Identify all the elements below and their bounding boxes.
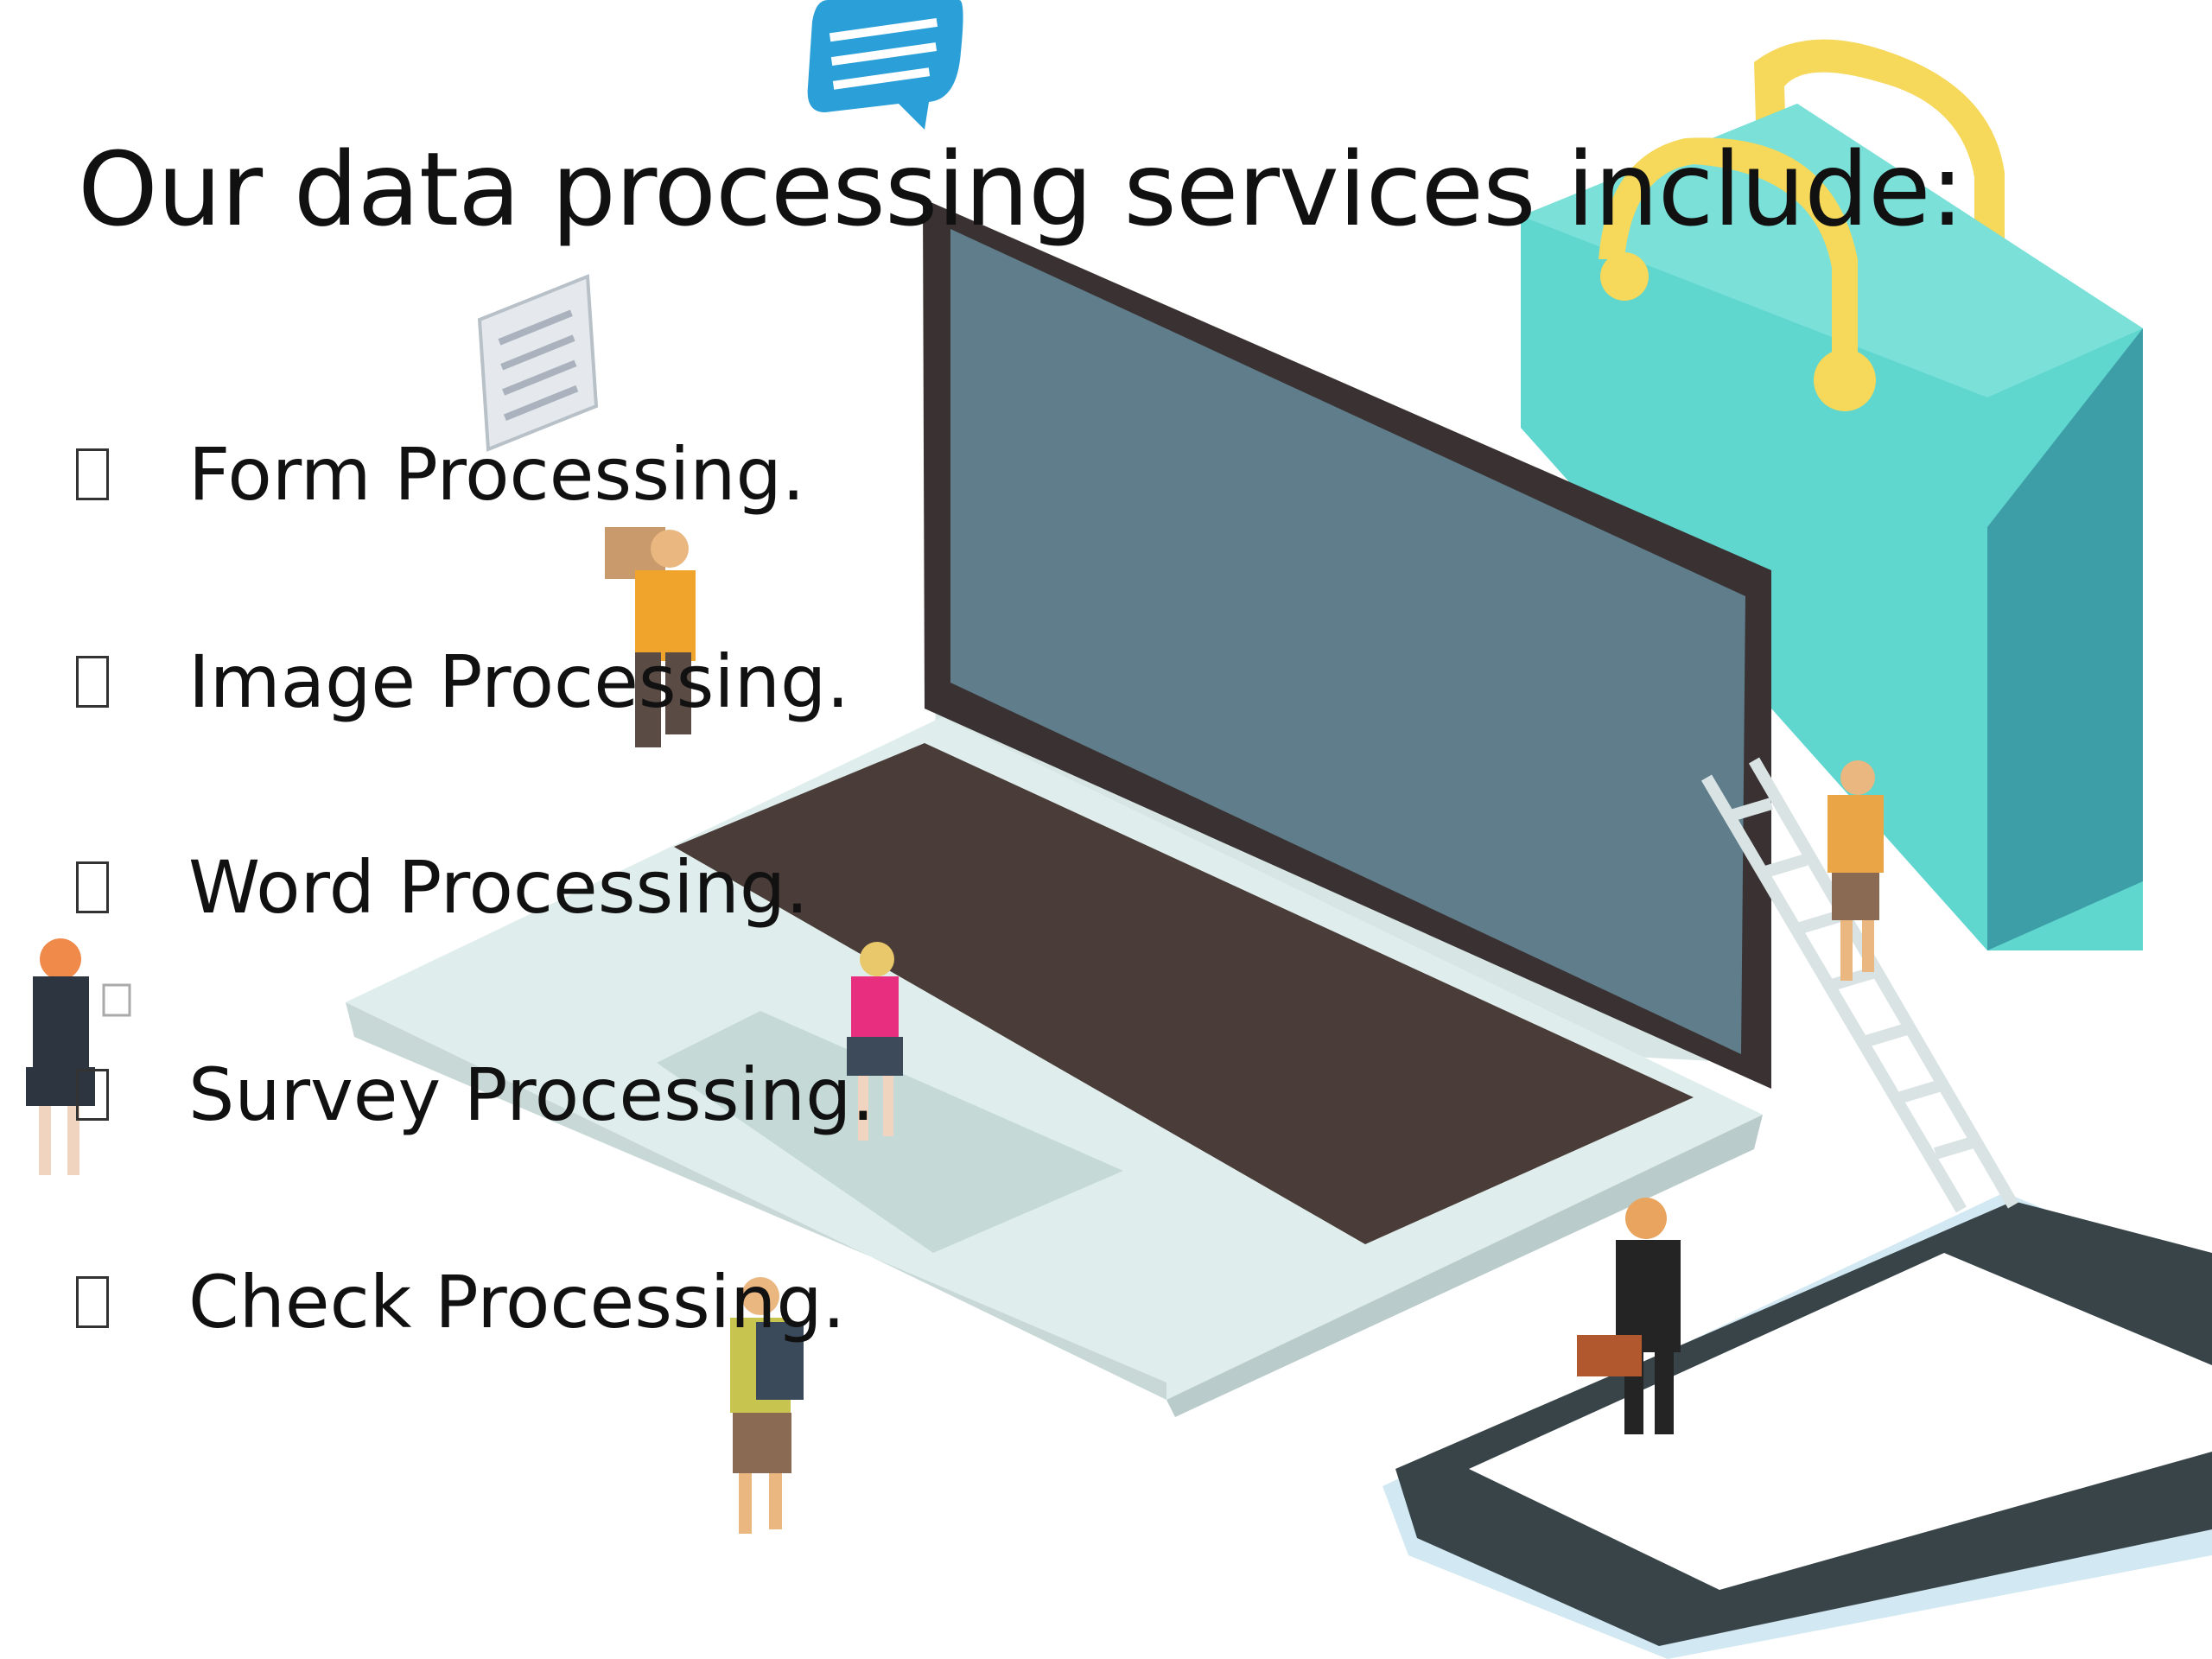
service-label: Word Processing. (188, 845, 809, 930)
bullet-box-icon (76, 1069, 109, 1121)
list-item: Image Processing. (76, 639, 849, 724)
list-item: Form Processing. (76, 432, 805, 517)
person-with-backpack (730, 1277, 804, 1534)
bullet-box-icon (76, 656, 109, 708)
service-label: Check Processing. (188, 1260, 846, 1344)
man-with-briefcase (1577, 1198, 1681, 1434)
person-on-ladder (1827, 760, 1884, 981)
service-label: Survey Processing. (188, 1052, 875, 1137)
bullet-box-icon (76, 861, 109, 913)
woman-on-keyboard (847, 942, 903, 1141)
document-icon (477, 274, 599, 452)
bullet-box-icon (76, 1276, 109, 1328)
chat-bubble-icon (807, 0, 963, 130)
list-item: Word Processing. (76, 845, 809, 930)
ladder-icon (1700, 757, 2019, 1213)
service-label: Form Processing. (188, 432, 805, 517)
page-title: Our data processing services include: (78, 130, 1964, 249)
service-label: Image Processing. (188, 639, 850, 724)
list-item: Check Processing. (76, 1260, 845, 1344)
bullet-box-icon (76, 448, 109, 500)
shopping-bag-icon (1521, 39, 2143, 950)
laptop-icon (346, 199, 1771, 1417)
woman-with-clipboard (26, 938, 131, 1175)
list-item: Survey Processing. (76, 1052, 874, 1137)
smartphone-icon (1382, 1192, 2212, 1659)
person-carrying-boxes (605, 527, 696, 747)
